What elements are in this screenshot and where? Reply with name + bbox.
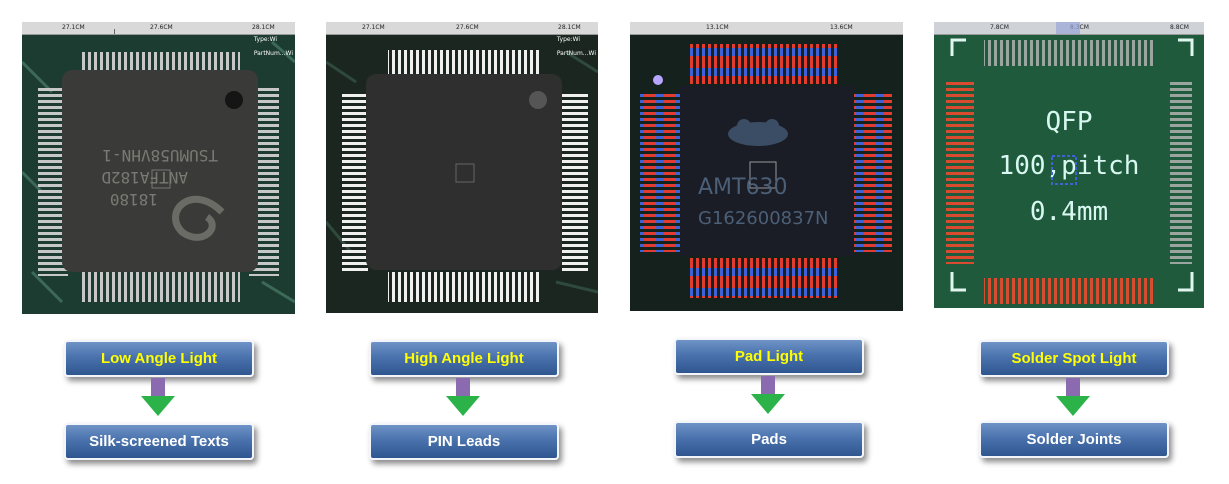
pin-leads-button: PIN Leads [369,423,559,460]
panel-pad-light: AMT630 G162600837N 13.1CM 13.6CM [630,22,903,311]
solder-spot-light-button: Solder Spot Light [979,340,1169,377]
ruler: 27.1CM 27.6CM 28.1CM [22,22,295,35]
light-label: Solder Spot Light [1011,350,1137,367]
qfp-text: QFP [1046,107,1093,137]
light-label: Pad Light [734,348,804,365]
pad-light-image: AMT630 G162600837N 13.1CM 13.6CM [630,22,903,311]
result-label: PIN Leads [427,433,501,450]
pads-button: Pads [674,421,864,458]
size-text: 0.4mm [1030,197,1108,227]
low-angle-pcb-graphic: 18180 ANTFA182D TSUMU58VHN-1 [22,22,295,314]
ruler-label: 13.6CM [830,24,853,31]
solder-joints-button: Solder Joints [979,421,1169,458]
result-label: Pads [751,431,787,448]
low-angle-light-button: Low Angle Light [64,340,254,377]
ruler-label: 13.1CM [706,24,729,31]
light-label: High Angle Light [404,350,524,367]
ruler: 13.1CM 13.6CM [630,22,903,35]
panel-low-angle: 18180 ANTFA182D TSUMU58VHN-1 27.1CM 27.6… [22,22,295,314]
down-arrow-icon [446,378,480,416]
image-overlay-text: Type:Wi PartNum...Wi [557,36,596,58]
high-angle-image: 27.1CM 27.6CM 28.1CM Type:Wi PartNum...W… [326,22,598,313]
overlay-line: PartNum...Wi [253,50,293,57]
ruler-label: 8.8CM [1170,24,1189,31]
result-label: Silk-screened Texts [89,433,229,450]
pad-light-button: Pad Light [674,338,864,375]
high-angle-pcb-graphic [326,22,598,313]
image-overlay-text: Type:Wi PartNum...Wi [254,36,293,58]
chip-marking-line-1: 18180 [110,190,158,209]
ruler-label: 27.1CM [62,24,85,31]
ruler-label: 28.1CM [252,24,275,31]
down-arrow-icon [1056,378,1090,416]
solder-spot-graphic: QFP 100,pitch 0.4mm [934,22,1204,308]
ruler-label: 27.6CM [150,24,173,31]
low-angle-image: 18180 ANTFA182D TSUMU58VHN-1 27.1CM 27.6… [22,22,295,314]
chip-marking-line-3: TSUMU58VHN-1 [102,146,218,165]
chip-marking-line-2: ANTFA182D [101,168,188,187]
panel-high-angle: 27.1CM 27.6CM 28.1CM Type:Wi PartNum...W… [326,22,598,313]
overlay-line: PartNum...Wi [556,50,596,57]
down-arrow-icon [141,378,175,416]
down-arrow-icon [751,376,785,414]
light-label: Low Angle Light [100,350,218,367]
overlay-line: Type:Wi [556,36,581,43]
solder-spot-image: QFP 100,pitch 0.4mm 7.8CM 8.3CM 8.8CM [934,22,1204,308]
ruler-label: 28.1CM [558,24,581,31]
overlay-line: Type:Wi [253,36,278,43]
result-label: Solder Joints [1026,431,1122,448]
ruler-label: 27.6CM [456,24,479,31]
ruler-label: 7.8CM [990,24,1009,31]
high-angle-light-button: High Angle Light [369,340,559,377]
panel-solder-spot: QFP 100,pitch 0.4mm 7.8CM 8.3CM 8.8CM [934,22,1204,308]
chip-marking-line-2: G162600837N [698,208,828,229]
ruler: 27.1CM 27.6CM 28.1CM [326,22,598,35]
pad-light-pcb-graphic: AMT630 G162600837N [630,22,903,311]
ruler-label: 27.1CM [362,24,385,31]
silk-screened-texts-button: Silk-screened Texts [64,423,254,460]
ruler: 7.8CM 8.3CM 8.8CM [934,22,1204,35]
chip-marking-line-1: AMT630 [698,175,787,200]
